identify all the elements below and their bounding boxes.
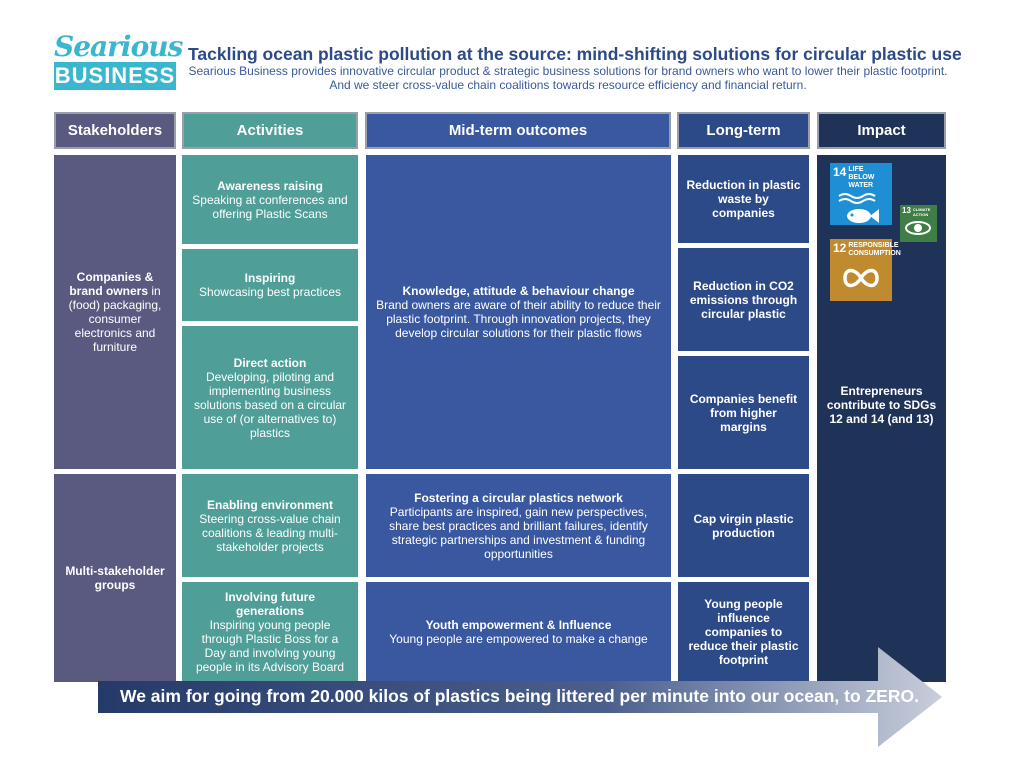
activity-direct-action: Direct action Developing, piloting and i… [182, 326, 358, 469]
infinity-icon [843, 268, 879, 288]
activity-text: Showcasing best practices [198, 285, 342, 299]
activity-title: Inspiring [244, 271, 296, 285]
outcome-network: Fostering a circular plastics network Pa… [366, 474, 671, 577]
stakeholder-multi: Multi-stakeholder groups [54, 474, 176, 682]
long-term-co2: Reduction in CO2 emissions through circu… [678, 248, 809, 351]
sdg-label: LIFE BELOW WATER [848, 166, 875, 189]
eye-earth-icon [905, 221, 931, 235]
outcome-title: Youth empowerment & Influence [425, 618, 612, 632]
activity-text: Developing, piloting and implementing bu… [193, 369, 347, 440]
outcome-knowledge: Knowledge, attitude & behaviour change B… [366, 155, 671, 469]
sdg-number: 14 [833, 165, 847, 179]
header-stakeholders: Stakeholders [54, 112, 176, 149]
activity-title: Enabling environment [206, 497, 333, 512]
activity-text: Steering cross-value chain coalitions & … [199, 511, 341, 554]
outcome-text: Brand owners are aware of their ability … [376, 298, 661, 340]
long-term-margins: Companies benefit from higher margins [678, 356, 809, 469]
stakeholder-companies-bold: Companies & brand owners [69, 270, 154, 298]
sdg-12-tile: 12 RESPONSIBLE CONSUMPTION [830, 239, 901, 301]
header-mid-term: Mid-term outcomes [365, 112, 671, 149]
outcome-text: Participants are inspired, gain new pers… [389, 504, 648, 561]
long-term-waste: Reduction in plastic waste by companies [678, 155, 809, 243]
long-term-virgin-plastic: Cap virgin plastic production [678, 474, 809, 577]
activity-text: Speaking at conferences and offering Pla… [192, 192, 348, 221]
activity-text: Inspiring young people through Plastic B… [195, 618, 345, 674]
sdg-14-tile: 14 LIFE BELOW WATER [830, 163, 892, 225]
sdg-number: 13 [902, 206, 911, 215]
outcome-title: Knowledge, attitude & behaviour change [402, 284, 635, 298]
outcome-title: Fostering a circular plastics network [414, 490, 623, 505]
activity-title: Involving future generations [225, 590, 315, 618]
activity-title: Awareness raising [217, 178, 323, 193]
stakeholder-companies: Companies & brand owners in (food) packa… [54, 155, 176, 469]
outcome-youth: Youth empowerment & Influence Young peop… [366, 582, 671, 682]
page-title: Tackling ocean plastic pollution at the … [188, 44, 962, 64]
logo-wordmark-bottom: BUSINESS [54, 62, 176, 90]
header-long-term: Long-term [677, 112, 810, 149]
logo-wordmark-top: Searious [54, 30, 183, 63]
fish-icon [838, 193, 879, 223]
activity-future-generations: Involving future generations Inspiring y… [182, 582, 358, 682]
header-impact: Impact [817, 112, 946, 149]
long-term-young-people: Young people influence companies to redu… [678, 582, 809, 682]
header-activities: Activities [182, 112, 358, 149]
banner-text: We aim for going from 20.000 kilos of pl… [120, 686, 919, 706]
activity-enabling-environment: Enabling environment Steering cross-valu… [182, 474, 358, 577]
stakeholder-multi-label: Multi-stakeholder groups [65, 564, 165, 592]
activity-title: Direct action [233, 355, 307, 370]
sdg-number: 12 [833, 241, 847, 255]
banner-arrow [98, 647, 942, 747]
stakeholder-companies-rest: in (food) packaging, consumer electronic… [68, 284, 162, 354]
activity-inspiring: Inspiring Showcasing best practices [182, 249, 358, 321]
sdg-label: CLIMATE ACTION [912, 207, 931, 217]
sdg-13-tile: 13 CLIMATE ACTION [900, 205, 937, 242]
activity-awareness: Awareness raising Speaking at conference… [182, 155, 358, 244]
page-subtitle: Searious Business provides innovative ci… [188, 64, 948, 92]
impact-text: Entrepreneurs contribute to SDGs 12 and … [826, 384, 937, 426]
sdg-label: RESPONSIBLE CONSUMPTION [848, 242, 901, 257]
outcome-text: Young people are empowered to make a cha… [389, 632, 648, 646]
